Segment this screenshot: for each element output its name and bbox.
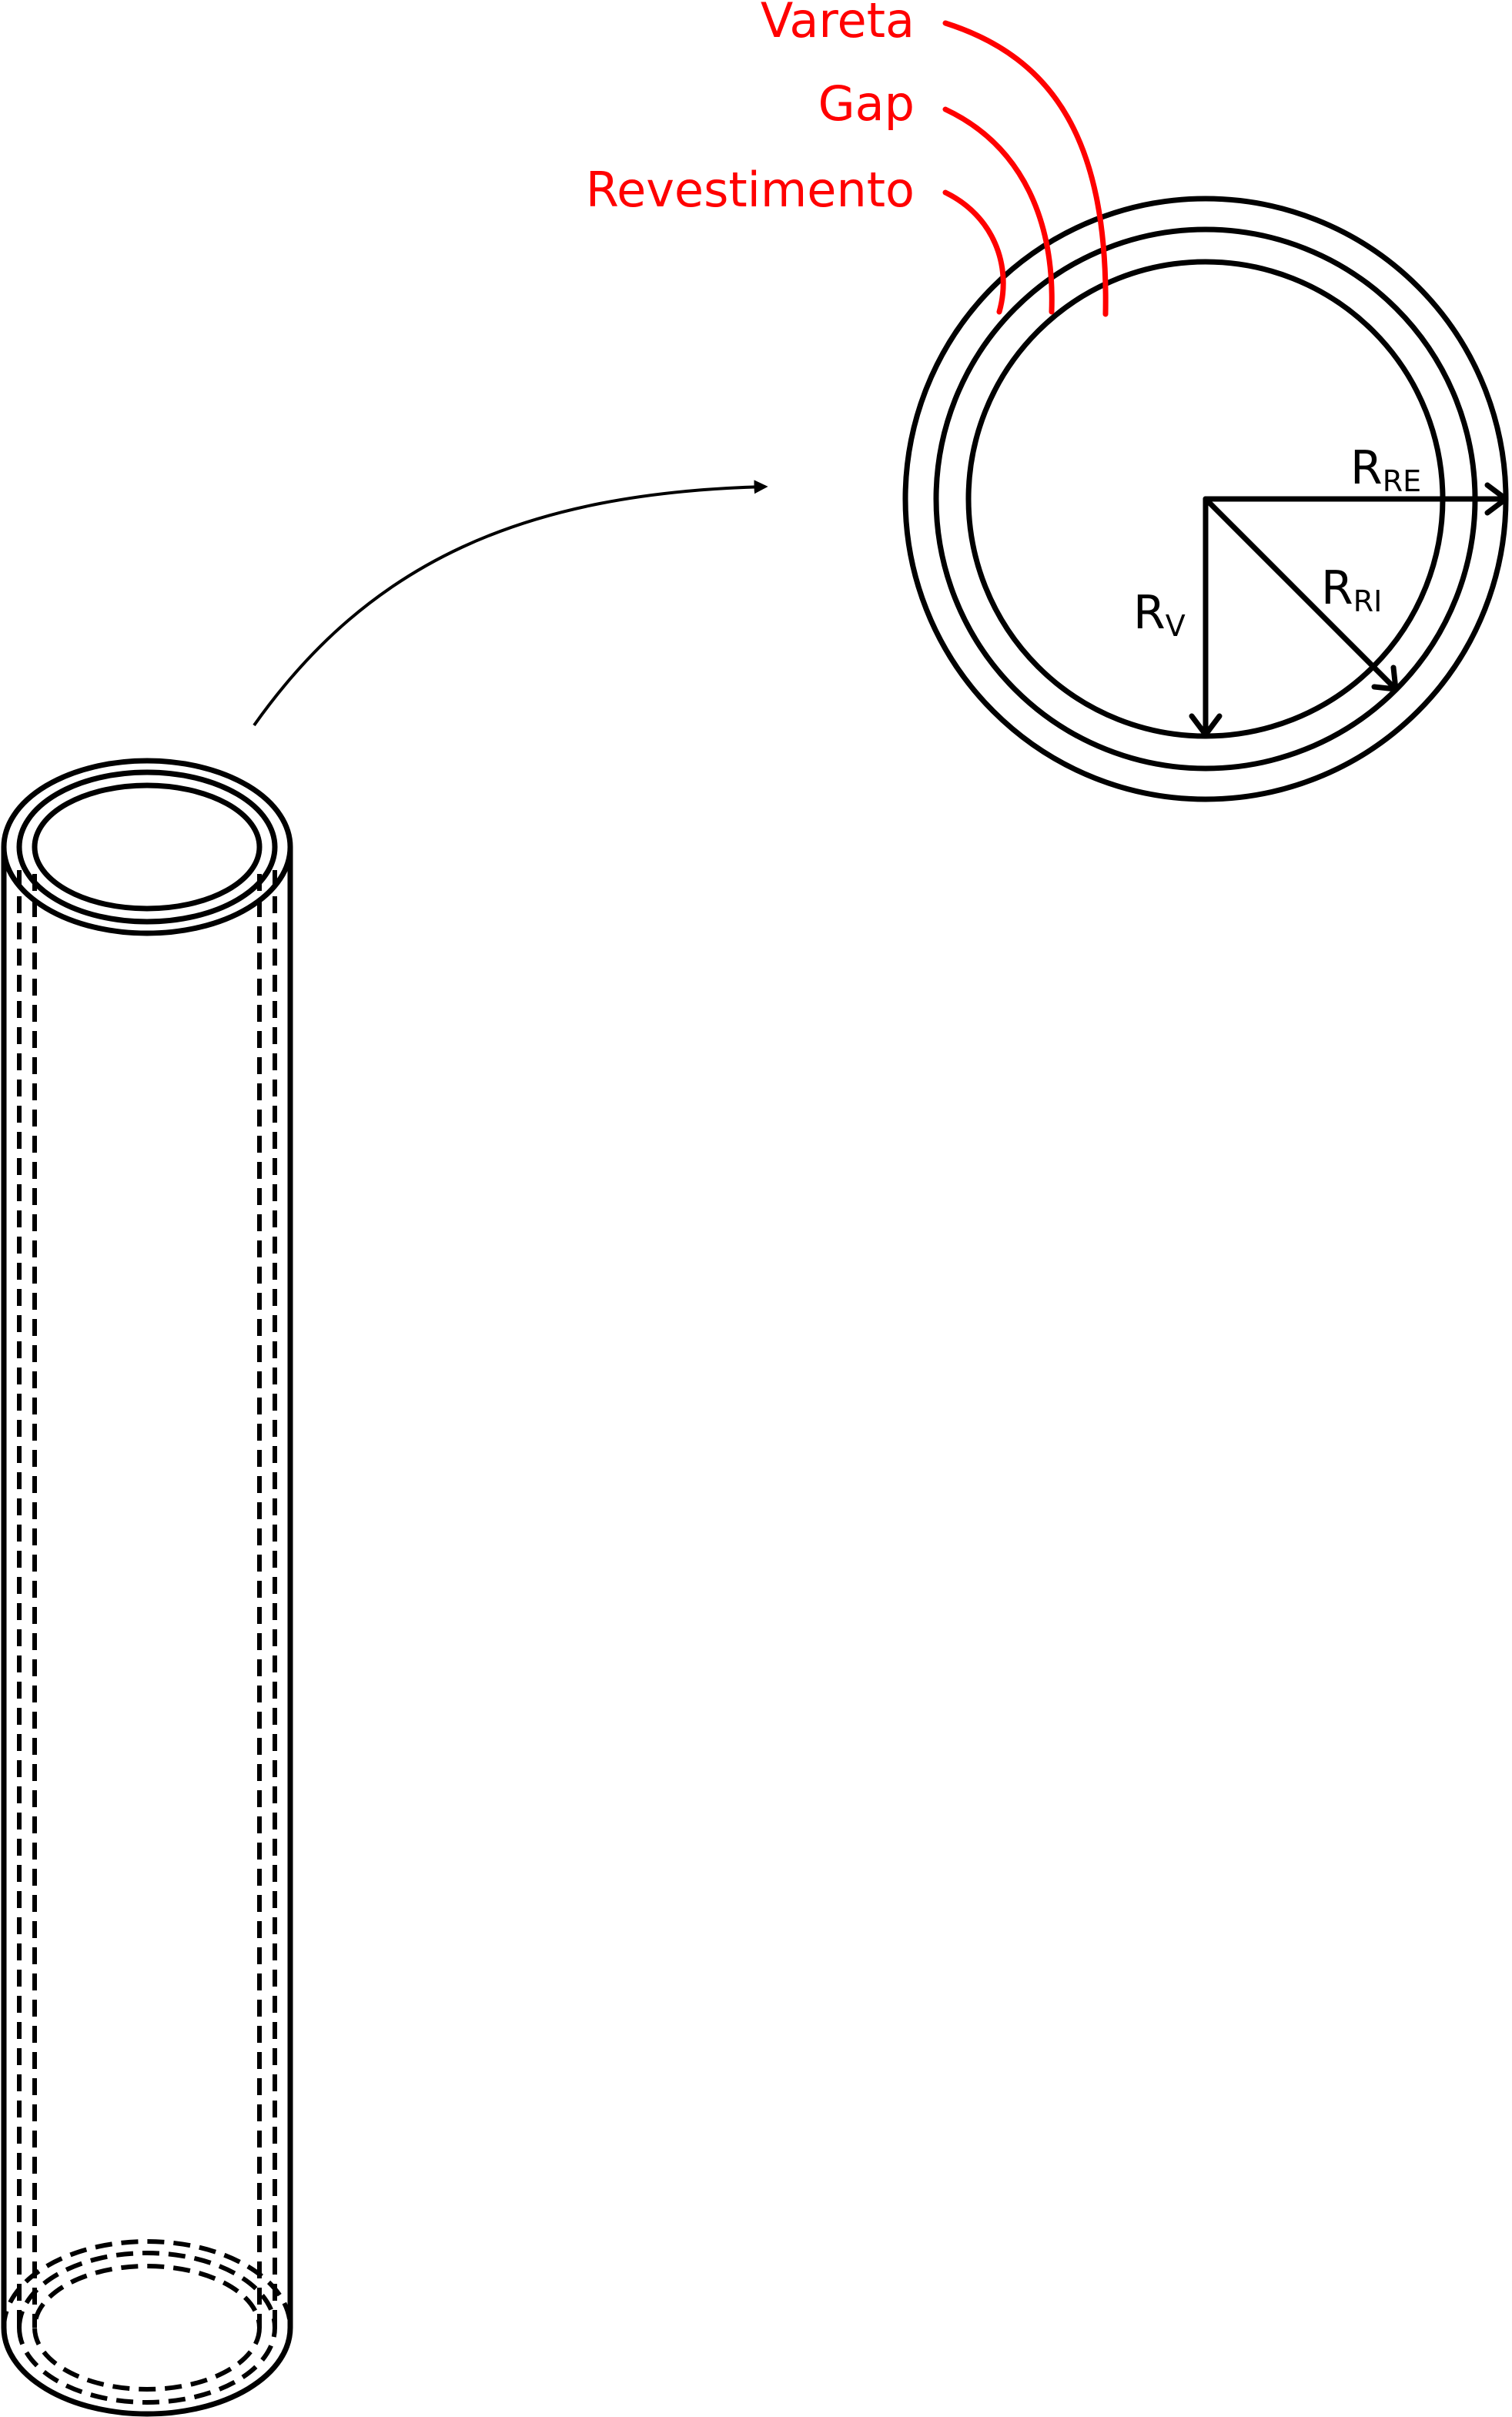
inner-radius-line <box>1203 496 1399 692</box>
inner-radius-arrowhead <box>1371 665 1399 692</box>
gap-arrow <box>942 106 1055 315</box>
outer-radius-arrowhead <box>1484 482 1509 516</box>
cylinder-top-middle <box>16 769 278 925</box>
label-gap: Gap <box>818 75 915 132</box>
rod-radius-arrowhead <box>1189 713 1223 738</box>
cylinder-top-inner <box>32 782 263 912</box>
cladding-arrow <box>942 189 1006 315</box>
label-rod: Vareta <box>761 0 915 49</box>
label-r-outer-cladding: RRE <box>1350 441 1421 498</box>
label-r-rod: RV <box>1133 586 1186 643</box>
rod-arrow <box>942 20 1109 317</box>
connector-arrow <box>253 480 768 727</box>
hidden-bottom-front-2 <box>17 2327 277 2405</box>
radius-arrows <box>1189 482 1509 738</box>
cylinder-bottom-front <box>1 2327 293 2417</box>
fuel-rod-cylinder <box>1 758 293 2417</box>
label-cladding: Revestimento <box>586 162 915 218</box>
hidden-bottom-back-2 <box>17 2251 277 2328</box>
red-annotation-arrows <box>942 20 1109 317</box>
cylinder-hidden-lines <box>2 870 293 2405</box>
label-r-inner-cladding: RRI <box>1321 561 1382 618</box>
hidden-bottom-back-1 <box>2 2239 293 2328</box>
hidden-bottom-inner <box>32 2264 262 2392</box>
